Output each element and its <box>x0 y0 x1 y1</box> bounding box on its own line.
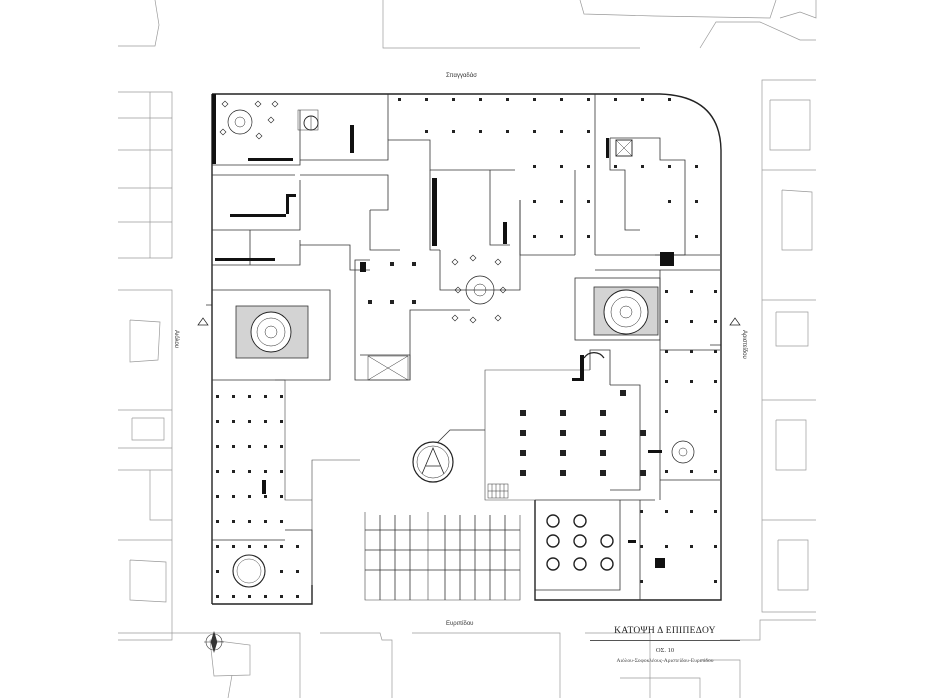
drawing-title: ΚΑΤΟΨΗ Δ ΕΠΙΠΕΔΟΥ <box>614 626 716 636</box>
interior-walls <box>212 94 720 600</box>
drawing-subtitle: Αιόλου-Σοφοκλέους-Αριστείδου-Ευριπίδου <box>616 658 714 664</box>
building-outline <box>211 93 722 605</box>
section-marker-icon <box>197 304 741 346</box>
title-block: ΚΑΤΟΨΗ Δ ΕΠΙΠΕΔΟΥ ΟΣ. 10 Αιόλου-Σοφοκλέο… <box>590 626 740 664</box>
seating-stars <box>219 100 507 324</box>
street-label-right: Αριστείδου <box>741 330 747 359</box>
north-arrow-icon <box>204 630 224 654</box>
title-divider <box>590 640 740 641</box>
column-grid <box>216 98 717 598</box>
circular-features <box>227 109 695 588</box>
street-label-top: Σπαγγαδάσ <box>446 73 477 79</box>
surrounding-blocks <box>118 0 817 698</box>
street-label-left: Αιόλου <box>173 330 179 349</box>
street-label-bottom: Ευριπίδου <box>446 621 474 627</box>
stairs <box>297 109 633 499</box>
sheet-number: ΟΣ. 10 <box>655 647 675 654</box>
thick-walls <box>212 94 674 568</box>
property-lines <box>275 369 590 601</box>
